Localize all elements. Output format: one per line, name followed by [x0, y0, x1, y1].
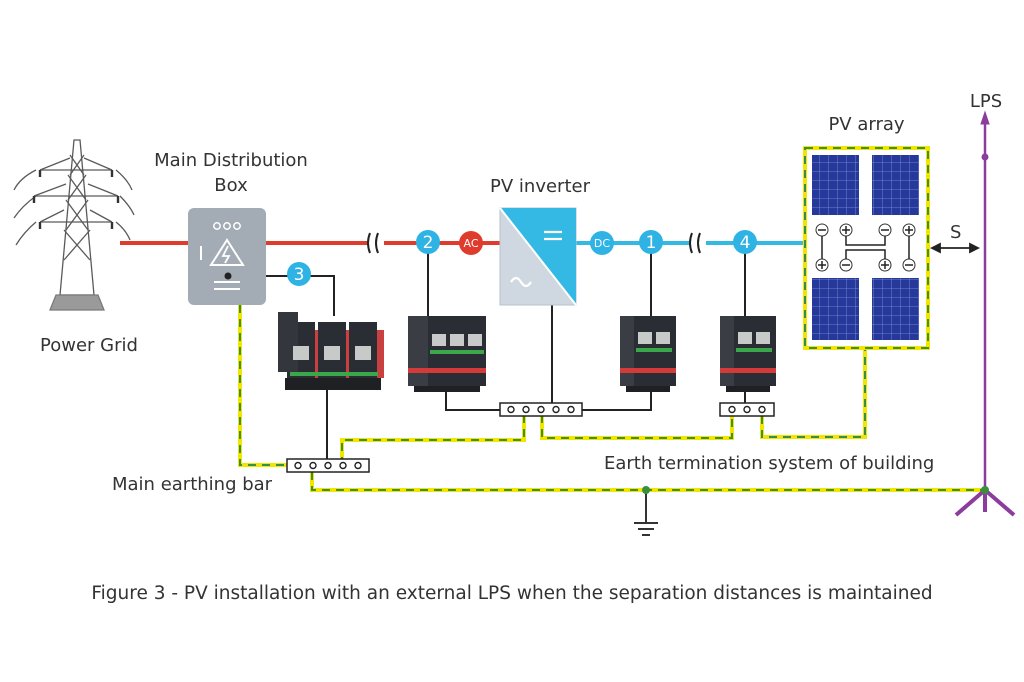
- spd-marker-2-circle: [416, 230, 440, 254]
- lps-mast: [954, 110, 1016, 517]
- spd-marker-2: 2: [423, 233, 434, 253]
- dc-tag-circle: [590, 231, 614, 255]
- earth-termination-label: Earth termination system of building: [604, 453, 935, 474]
- array-earthing-bar: [719, 402, 775, 417]
- spd-device-3: [278, 312, 384, 390]
- power-grid-tower-icon: [13, 139, 135, 311]
- spd-marker-1: 1: [646, 233, 657, 253]
- pv-array-label: PV array: [828, 114, 905, 135]
- spd-marker-4-circle: [733, 230, 757, 254]
- spd-marker-4: 4: [740, 233, 751, 253]
- ac-tag-circle: [459, 231, 483, 255]
- main-earthing-bar-label: Main earthing bar: [112, 474, 273, 495]
- pv-inverter: [499, 207, 577, 306]
- separation-distance-arrow: [929, 242, 981, 254]
- pv-array: [803, 146, 930, 350]
- main-distribution-box: [188, 208, 266, 305]
- spd-device-4: [720, 316, 776, 392]
- warning-icon: [209, 238, 245, 266]
- main-distribution-box-label-line1: Main Distribution: [154, 150, 308, 171]
- inverter-earthing-bar: [499, 402, 583, 417]
- spd-marker-3: 3: [294, 265, 305, 285]
- spd-device-1: [620, 316, 676, 392]
- power-grid-label: Power Grid: [40, 335, 138, 356]
- ac-tag: AC: [463, 237, 478, 250]
- lps-label: LPS: [969, 91, 1003, 112]
- earth-conductors: [238, 305, 985, 492]
- main-distribution-box-label-line2: Box: [214, 175, 248, 196]
- spd-marker-3-circle: [287, 262, 311, 286]
- spd-device-2: [408, 316, 486, 392]
- ground-symbol: [634, 486, 658, 536]
- figure-caption: Figure 3 - PV installation with an exter…: [91, 583, 933, 604]
- dc-tag: DC: [594, 237, 610, 250]
- pv-inverter-label: PV inverter: [490, 176, 590, 197]
- main-earthing-bar: [286, 458, 370, 473]
- separation-distance-label: S: [950, 222, 962, 243]
- spd-marker-1-circle: [639, 230, 663, 254]
